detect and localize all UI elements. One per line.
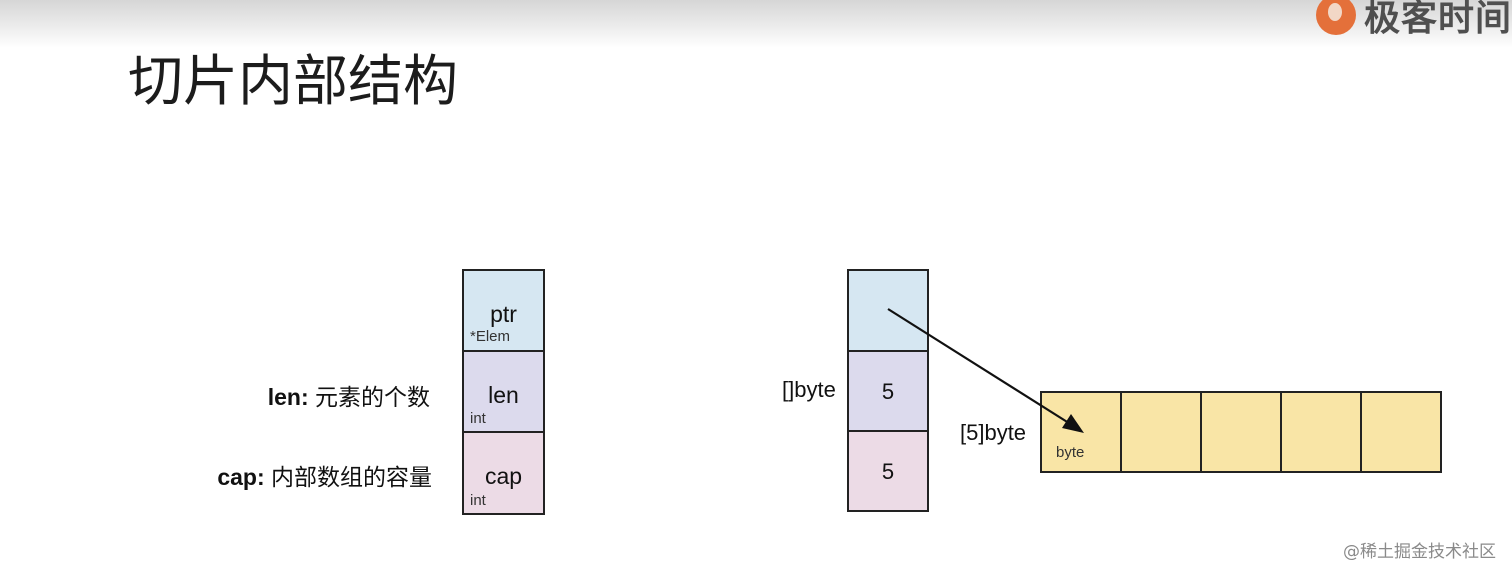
cap-cell-type: int (470, 492, 486, 509)
cap-description-key: cap: (217, 464, 265, 490)
ptr-cell-label: ptr (490, 301, 517, 327)
len-description-key: len: (267, 384, 309, 410)
ptr-cell-type: *Elem (470, 328, 511, 345)
slice-cap-cell: 5 (847, 430, 929, 512)
array-cell-4 (1360, 391, 1442, 473)
brand-logo: 极客时间 (1315, 0, 1512, 39)
slice-cap-value: 5 (881, 459, 895, 484)
len-description: len: 元素的个数 (268, 378, 430, 412)
slide-title: 切片内部结构 (128, 49, 459, 113)
len-cell-type: int (470, 410, 486, 427)
brand-logo-text: 极客时间 (1363, 0, 1512, 39)
cap-cell: cap int (462, 431, 545, 515)
array-cell-1 (1120, 391, 1202, 473)
cap-cell-label: cap (484, 463, 523, 489)
len-cell-label: len (488, 382, 519, 408)
geektime-logo-icon (1315, 0, 1356, 35)
ptr-cell: ptr *Elem (462, 269, 545, 352)
watermark-text: @稀土掘金技术社区 (1343, 542, 1496, 562)
cap-description: cap: 内部数组的容量 (217, 458, 432, 492)
cap-description-text: 内部数组的容量 (271, 465, 432, 491)
pointer-arrow-head (1062, 414, 1084, 433)
len-description-text: 元素的个数 (315, 385, 430, 411)
top-shade-bar (0, 0, 1512, 48)
pointer-arrow-line (887, 308, 1073, 426)
array-cell-3 (1280, 391, 1362, 473)
array-cell-type: byte (1056, 444, 1085, 461)
array-type-label: [5]byte (960, 420, 1027, 445)
len-cell: len int (462, 350, 545, 433)
slice-len-value: 5 (881, 379, 895, 404)
slice-type-label: []byte (782, 377, 836, 402)
